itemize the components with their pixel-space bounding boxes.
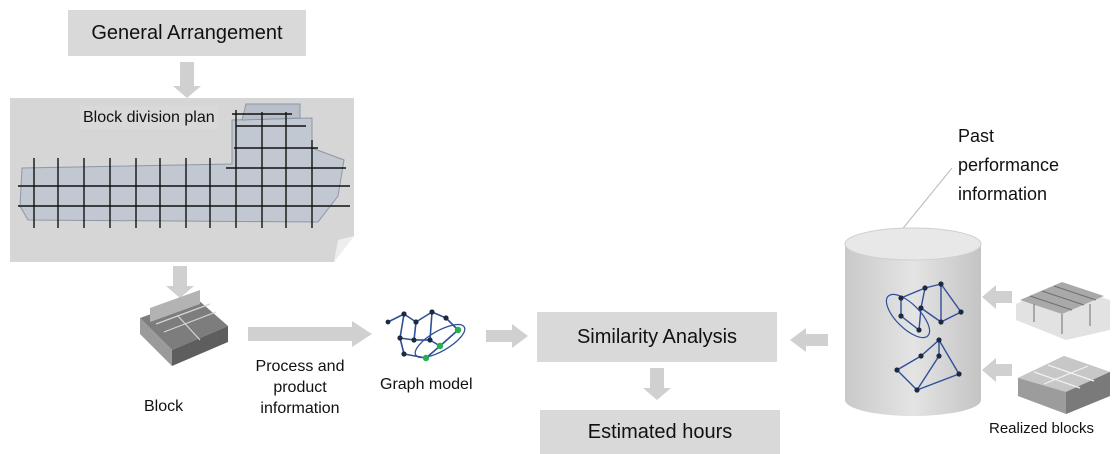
block-division-plan-label: Block division plan — [80, 106, 218, 129]
flow-arrows — [166, 62, 1012, 400]
realized-block-image-2 — [1018, 356, 1110, 414]
arrow-db-to-analysis — [790, 328, 828, 352]
arrow-realized1-to-db — [982, 285, 1012, 309]
block-division-plan-sheet — [10, 98, 354, 262]
arrow-ga-to-plan — [173, 62, 201, 98]
graph-model-label: Graph model — [380, 376, 473, 393]
realized-block-image-1 — [1016, 282, 1110, 340]
block-image — [140, 290, 228, 366]
similarity-analysis-box: Similarity Analysis — [537, 312, 777, 362]
realized-blocks-label: Realized blocks — [989, 420, 1095, 437]
arrow-plan-to-block — [166, 266, 194, 298]
arrow-block-to-graph — [248, 321, 372, 347]
process-info-label: Process and product information — [255, 358, 345, 417]
past-performance-database — [844, 167, 982, 416]
arrow-realized2-to-db — [982, 358, 1012, 382]
estimated-hours-box: Estimated hours — [540, 410, 780, 454]
graph-model-icon — [385, 309, 466, 362]
arrow-analysis-to-hours — [643, 368, 671, 400]
block-label: Block — [144, 398, 184, 415]
general-arrangement-box: General Arrangement — [68, 10, 306, 56]
past-performance-label: Past performance information — [958, 126, 1060, 204]
arrow-graph-to-analysis — [486, 324, 528, 348]
